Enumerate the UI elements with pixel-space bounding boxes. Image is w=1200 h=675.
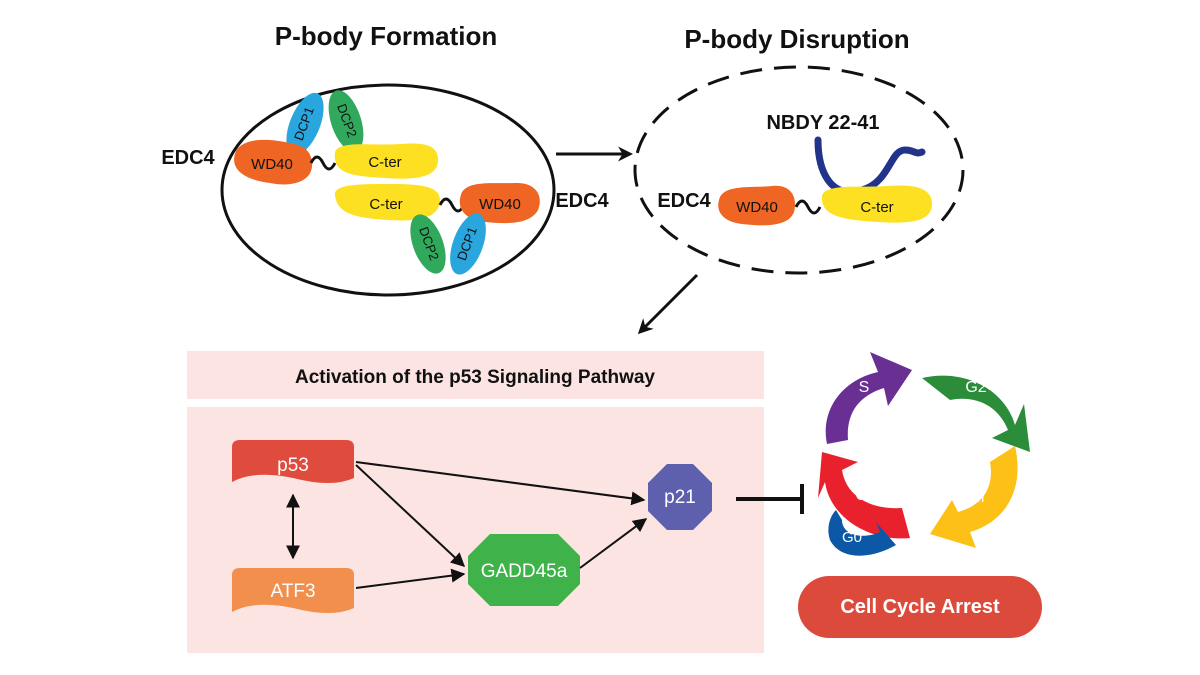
pathway-title: Activation of the p53 Signaling Pathway bbox=[295, 367, 655, 388]
cter-label: C-ter bbox=[368, 154, 401, 171]
wd40-domain bbox=[718, 185, 796, 226]
atf3-to-gadd45a-arrow bbox=[355, 568, 466, 589]
edc4-right-label: EDC4 bbox=[555, 190, 609, 212]
disrupted-pbody-boundary bbox=[633, 65, 965, 275]
g2-phase-label: G2 bbox=[965, 379, 986, 396]
edc4-label: EDC4 bbox=[657, 190, 711, 212]
cter-domain bbox=[821, 185, 932, 223]
p21-node bbox=[648, 464, 712, 530]
cell-cycle-arrest-badge bbox=[798, 576, 1042, 638]
gadd45a-node bbox=[468, 534, 580, 606]
dcp1-protein bbox=[286, 92, 324, 156]
wd40-domain bbox=[459, 182, 540, 224]
s-phase-arrow bbox=[825, 352, 912, 444]
dcp1-protein bbox=[450, 213, 486, 275]
wd40-label: WD40 bbox=[251, 156, 293, 173]
wd40-domain bbox=[234, 139, 313, 185]
pathway-header-band bbox=[187, 351, 764, 399]
disruption-title: P-body Disruption bbox=[684, 24, 909, 54]
m-phase-arrow bbox=[930, 446, 1018, 548]
cter-label: C-ter bbox=[369, 196, 402, 213]
pbody-boundary bbox=[220, 83, 556, 297]
dcp2-protein bbox=[328, 90, 364, 152]
edc4-left-label: EDC4 bbox=[161, 147, 215, 169]
dcp2-protein bbox=[410, 214, 446, 274]
cell-cycle-arrest-label: Cell Cycle Arrest bbox=[840, 596, 1000, 618]
p21-label: p21 bbox=[664, 487, 696, 508]
g1-phase-arrow bbox=[818, 452, 910, 539]
atf3-node bbox=[232, 568, 354, 613]
s-phase-label: S bbox=[859, 379, 870, 396]
bottom-complex: C-ter WD40 DCP2 DCP1 bbox=[334, 182, 540, 275]
downstream-arrow bbox=[637, 273, 699, 335]
formation-title: P-body Formation bbox=[275, 21, 497, 51]
linker bbox=[438, 197, 466, 213]
cell-cycle-wheel: S G2 M G1 G0 bbox=[818, 352, 1030, 556]
p53-to-gadd45a-arrow bbox=[355, 464, 466, 567]
g0-phase-arrow bbox=[828, 510, 896, 556]
g0-phase-label: G0 bbox=[842, 529, 862, 546]
linker bbox=[309, 155, 337, 171]
m-phase-label: M bbox=[971, 489, 984, 506]
g1-phase-label: G1 bbox=[855, 487, 876, 504]
atf3-label: ATF3 bbox=[270, 581, 315, 602]
wd40-label: WD40 bbox=[736, 199, 778, 216]
g2-phase-arrow bbox=[922, 375, 1030, 452]
gadd45a-to-p21-arrow bbox=[579, 518, 648, 569]
gadd45a-label: GADD45a bbox=[481, 561, 568, 582]
linker bbox=[794, 199, 822, 215]
p53-node bbox=[232, 440, 354, 483]
nbdy-peptide bbox=[814, 136, 926, 196]
cter-label: C-ter bbox=[860, 199, 893, 216]
cter-domain bbox=[334, 143, 438, 179]
top-complex: DCP1 DCP2 WD40 C-ter bbox=[234, 90, 438, 185]
cter-domain bbox=[334, 184, 440, 221]
p53-label: p53 bbox=[277, 455, 309, 476]
nbdy-peptide-label: NBDY 22-41 bbox=[766, 112, 879, 134]
wd40-label: WD40 bbox=[479, 196, 521, 213]
p53-to-p21-arrow bbox=[355, 461, 646, 506]
